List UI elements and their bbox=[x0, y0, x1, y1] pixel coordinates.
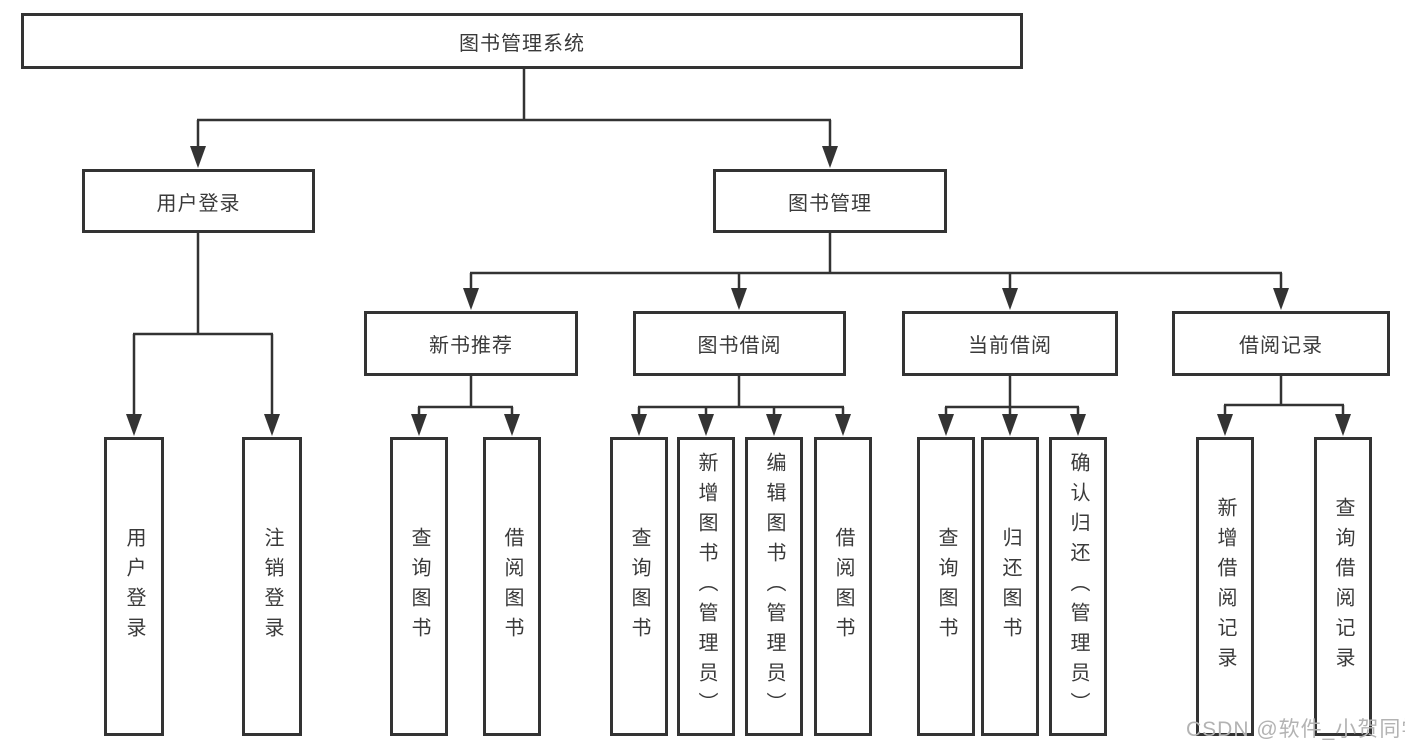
arrowhead bbox=[938, 414, 954, 436]
node-user-login: 用户登录 bbox=[82, 169, 315, 233]
arrowhead bbox=[822, 146, 838, 168]
node-borrow-records: 借阅记录 bbox=[1172, 311, 1390, 376]
arrowhead bbox=[1335, 414, 1351, 436]
arrowhead bbox=[411, 414, 427, 436]
arrowhead bbox=[504, 414, 520, 436]
node-book-borrow: 图书借阅 bbox=[633, 311, 846, 376]
leaf-return-books: 归还图书 bbox=[981, 437, 1039, 736]
leaf-logout: 注销登录 bbox=[242, 437, 302, 736]
arrowhead bbox=[766, 414, 782, 436]
leaf-query-books-current: 查询图书 bbox=[917, 437, 975, 736]
node-current-borrow: 当前借阅 bbox=[902, 311, 1118, 376]
arrowhead bbox=[1002, 288, 1018, 310]
arrowhead bbox=[463, 288, 479, 310]
leaf-borrow-books-recommend: 借阅图书 bbox=[483, 437, 541, 736]
leaf-query-books-recommend: 查询图书 bbox=[390, 437, 448, 736]
arrowhead bbox=[1002, 414, 1018, 436]
node-new-book-recommend: 新书推荐 bbox=[364, 311, 578, 376]
leaf-query-borrow-record: 查询借阅记录 bbox=[1314, 437, 1372, 736]
arrowhead bbox=[731, 288, 747, 310]
node-book-management: 图书管理 bbox=[713, 169, 947, 233]
leaf-add-borrow-record: 新增借阅记录 bbox=[1196, 437, 1254, 736]
leaf-edit-book-admin: 编辑图书（管理员） bbox=[745, 437, 803, 736]
arrowhead bbox=[126, 414, 142, 436]
node-library-management-system: 图书管理系统 bbox=[21, 13, 1023, 69]
arrowhead bbox=[1273, 288, 1289, 310]
arrowhead bbox=[631, 414, 647, 436]
arrowhead bbox=[1070, 414, 1086, 436]
leaf-query-books-borrow: 查询图书 bbox=[610, 437, 668, 736]
leaf-confirm-return-admin: 确认归还（管理员） bbox=[1049, 437, 1107, 736]
csdn-watermark: CSDN @软件_小贺同学 bbox=[1186, 718, 1405, 741]
leaf-borrow-books: 借阅图书 bbox=[814, 437, 872, 736]
arrowhead bbox=[698, 414, 714, 436]
leaf-add-book-admin: 新增图书（管理员） bbox=[677, 437, 735, 736]
arrowhead bbox=[264, 414, 280, 436]
leaf-user-login: 用户登录 bbox=[104, 437, 164, 736]
arrowhead bbox=[835, 414, 851, 436]
arrowhead bbox=[1217, 414, 1233, 436]
arrowhead bbox=[190, 146, 206, 168]
